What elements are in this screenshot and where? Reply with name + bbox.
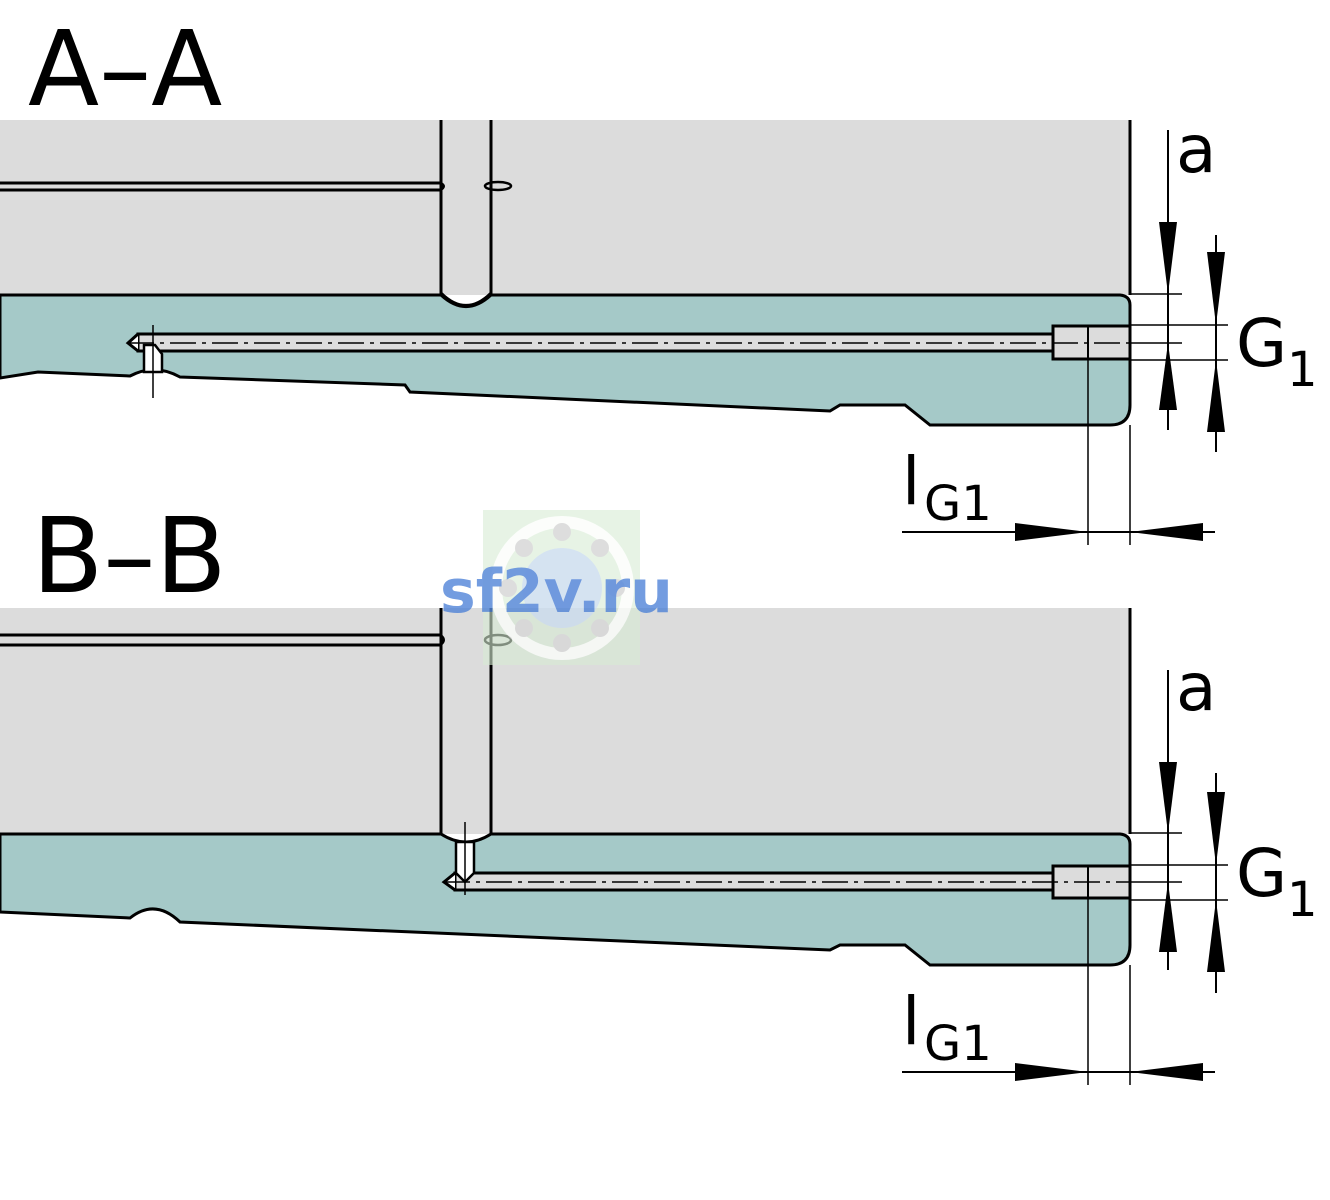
- arrow-a-up-b: [1159, 882, 1177, 952]
- arrow-lg1-right-b: [1015, 1063, 1088, 1081]
- dim-label-lg1-a: l: [902, 443, 920, 520]
- watermark-text: sf2v.ru: [440, 557, 673, 627]
- dim-label-lg1-b: l: [902, 983, 920, 1060]
- upper-part-a: [0, 120, 1130, 295]
- section-b-b: B–B a G 1 l G1: [0, 495, 1318, 1085]
- section-b-title: B–B: [32, 495, 227, 617]
- arrow-g1-down-a: [1207, 252, 1225, 325]
- dim-label-lg1-sub-a: G1: [924, 476, 992, 532]
- lower-part-a: [0, 293, 1132, 427]
- arrow-g1-up-b: [1207, 900, 1225, 972]
- arrow-g1-down-b: [1207, 792, 1225, 865]
- arrow-a-down-b: [1159, 762, 1177, 833]
- dim-label-a-b: a: [1176, 649, 1216, 726]
- arrow-lg1-right-a: [1015, 523, 1088, 541]
- arrow-g1-up-a: [1207, 360, 1225, 432]
- dim-label-a: a: [1176, 111, 1216, 188]
- dim-label-g1-b: G: [1236, 835, 1287, 912]
- bearing-ring-icon: [490, 516, 634, 660]
- dim-label-g1-sub-a: 1: [1287, 342, 1318, 398]
- arrow-lg1-left-a: [1130, 523, 1203, 541]
- bearing-inner-icon: [522, 548, 602, 628]
- lower-part-b: [0, 832, 1132, 967]
- arrow-lg1-left-b: [1130, 1063, 1203, 1081]
- arrow-a-down: [1159, 222, 1177, 294]
- dim-label-g1-sub-b: 1: [1287, 872, 1318, 928]
- arrow-a-up: [1159, 343, 1177, 410]
- watermark: sf2v.ru: [440, 510, 673, 665]
- bearing-balls-icon: [499, 523, 625, 652]
- section-a-a: A–A a G 1: [0, 8, 1318, 545]
- section-a-title: A–A: [28, 8, 222, 130]
- dim-label-lg1-sub-b: G1: [924, 1016, 992, 1072]
- groove-mark-a: [483, 180, 513, 192]
- dim-label-g1-a: G: [1236, 305, 1287, 382]
